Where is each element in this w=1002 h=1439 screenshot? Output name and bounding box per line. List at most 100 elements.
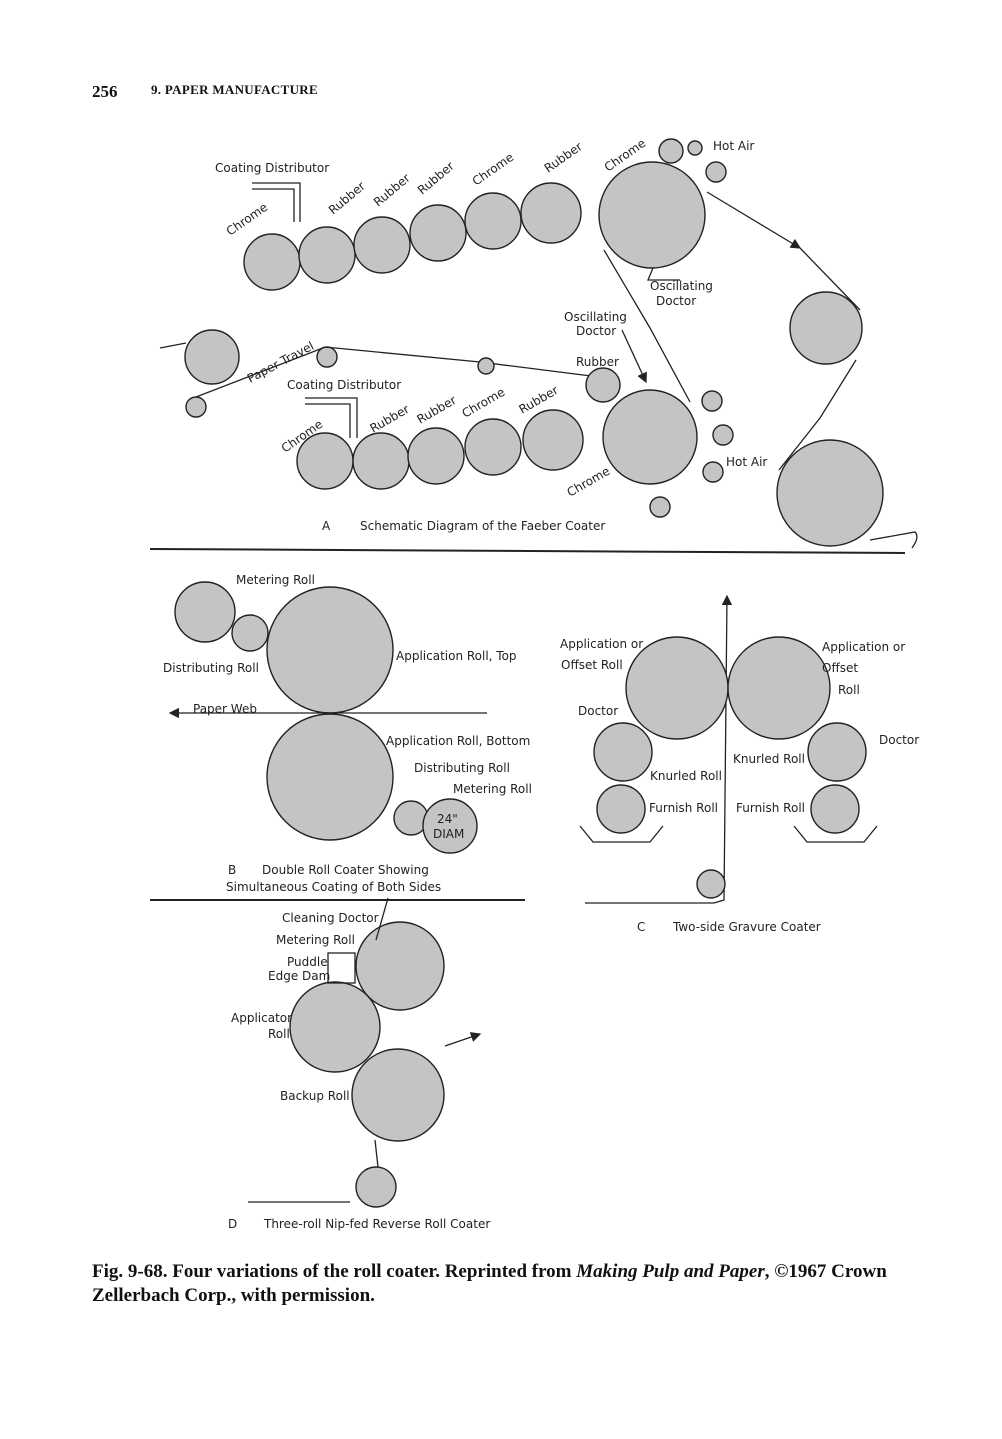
diagram-b-double-roll-coater: 24" DIAM Metering Roll Distributing Roll… xyxy=(163,573,532,894)
paper-web-label: Paper Web xyxy=(193,702,257,716)
page-number: 256 xyxy=(92,82,118,101)
doctor-right-label: Doctor xyxy=(879,733,919,747)
hot-air-nozzle xyxy=(705,161,727,183)
metering-roll xyxy=(174,581,236,643)
roll xyxy=(520,182,582,244)
backup-roll-label: Backup Roll xyxy=(280,1089,350,1103)
application-right-line2: Offset xyxy=(822,661,858,675)
roll xyxy=(789,291,863,365)
paper-web-path xyxy=(585,594,733,904)
oscillating-doctor-line2: Doctor xyxy=(656,294,696,308)
caption-tail: , ©1967 Crown Zellerbach Corp., with per… xyxy=(92,1261,887,1306)
metering-roll-label: Metering Roll xyxy=(236,573,315,587)
oscillating-doctor-line1: Oscillating xyxy=(564,310,627,324)
paper-web-path xyxy=(159,342,592,398)
caption-letter: B xyxy=(228,863,236,877)
roll xyxy=(776,439,884,547)
coating-distributor-icon xyxy=(305,397,358,438)
coating-distributor-label: Coating Distributor xyxy=(287,378,401,392)
distributing-roll-bottom-label: Distributing Roll xyxy=(414,761,510,775)
caption-source-title: Making Pulp and Paper xyxy=(576,1261,765,1282)
knurled-roll-left xyxy=(593,722,653,782)
metering-roll xyxy=(422,798,478,854)
furnish-right-label: Furnish Roll xyxy=(736,801,805,815)
application-roll-bottom-label: Application Roll, Bottom xyxy=(386,734,530,748)
backup-roll xyxy=(351,1048,445,1142)
application-left-line2: Offset Roll xyxy=(561,658,623,672)
application-roll-right xyxy=(727,636,831,740)
paper-web-path xyxy=(778,359,857,471)
roll xyxy=(477,357,495,375)
cleaning-doctor-label: Cleaning Doctor xyxy=(282,911,379,925)
roll-coater-figure: Coating Distributor Chrome Rubber Rubber… xyxy=(149,136,919,1231)
roll-label: Rubber xyxy=(415,159,457,197)
oscillating-doctor-line2: Doctor xyxy=(576,324,616,338)
application-right-line1: Application or xyxy=(822,640,905,654)
knurled-left-label: Knurled Roll xyxy=(650,769,722,783)
roll-label: Chrome xyxy=(224,200,271,238)
knurled-roll-right xyxy=(807,722,867,782)
roll xyxy=(464,418,522,476)
caption-letter: D xyxy=(228,1217,237,1231)
furnish-roll-right xyxy=(810,784,860,834)
roll xyxy=(298,226,356,284)
roll xyxy=(243,233,301,291)
distributing-roll xyxy=(231,614,269,652)
oscillating-doctor-icon xyxy=(647,267,680,281)
roll xyxy=(409,204,467,262)
paper-web-path xyxy=(248,1034,480,1203)
roll xyxy=(353,216,411,274)
roll-label: Rubber xyxy=(368,402,412,436)
puddle-label: Puddle xyxy=(287,955,328,969)
applicator-line2: Roll xyxy=(268,1027,290,1041)
puddle-edge-dam xyxy=(327,952,356,984)
hot-air-nozzle xyxy=(687,140,703,156)
caption-text: Two-side Gravure Coater xyxy=(672,920,821,934)
metering-roll-bottom-label: Metering Roll xyxy=(453,782,532,796)
roll xyxy=(598,161,706,269)
hot-air-label: Hot Air xyxy=(726,455,767,469)
caption-line2: Simultaneous Coating of Both Sides xyxy=(226,880,441,894)
paper-web-path xyxy=(869,531,918,549)
cleaning-doctor-icon xyxy=(375,897,389,941)
diagram-d-reverse-roll-coater: Cleaning Doctor Metering Roll Puddle Edg… xyxy=(228,897,490,1231)
roll-label: Chrome xyxy=(460,385,508,421)
paper-web-path xyxy=(799,247,861,311)
application-roll-left xyxy=(625,636,729,740)
caption-text: Schematic Diagram of the Faeber Coater xyxy=(360,519,605,533)
roll xyxy=(352,432,410,490)
furnish-pan xyxy=(793,825,878,843)
caption-text: Three-roll Nip-fed Reverse Roll Coater xyxy=(263,1217,490,1231)
caption-lead: Fig. 9-68. Four variations of the roll c… xyxy=(92,1261,577,1282)
paper-web-path xyxy=(603,249,691,403)
metering-roll-label: Metering Roll xyxy=(276,933,355,947)
oscillating-doctor-arrow xyxy=(621,329,647,384)
knurled-right-label: Knurled Roll xyxy=(733,752,805,766)
roll xyxy=(407,427,465,485)
hot-air-nozzle xyxy=(712,424,734,446)
roll xyxy=(316,346,338,368)
figure-caption: Fig. 9-68. Four variations of the roll c… xyxy=(92,1260,932,1308)
application-roll-bottom xyxy=(266,713,394,841)
coating-distributor-icon xyxy=(252,182,301,222)
paper-web-path xyxy=(706,191,802,249)
roll xyxy=(696,869,726,899)
edge-dam-label: Edge Dam xyxy=(268,969,330,983)
oscillating-doctor-line1: Oscillating xyxy=(650,279,713,293)
roll-label: Chrome xyxy=(470,150,517,188)
diagram-a-faeber-coater: Coating Distributor Chrome Rubber Rubber… xyxy=(159,136,918,549)
diagram-c-two-side-gravure-coater: Application or Offset Roll Application o… xyxy=(560,594,919,934)
roll-label: Rubber xyxy=(542,139,585,175)
metering-roll xyxy=(355,921,445,1011)
roll-label: Rubber xyxy=(371,171,413,209)
hot-air-nozzle xyxy=(649,496,671,518)
furnish-left-label: Furnish Roll xyxy=(649,801,718,815)
hot-air-label: Hot Air xyxy=(713,139,754,153)
diam-unit: DIAM xyxy=(433,827,464,841)
caption-line1: Double Roll Coater Showing xyxy=(262,863,429,877)
chapter-title: 9. PAPER MANUFACTURE xyxy=(151,82,318,97)
hot-air-nozzle xyxy=(658,138,684,164)
roll xyxy=(184,329,240,385)
caption-letter: C xyxy=(637,920,645,934)
